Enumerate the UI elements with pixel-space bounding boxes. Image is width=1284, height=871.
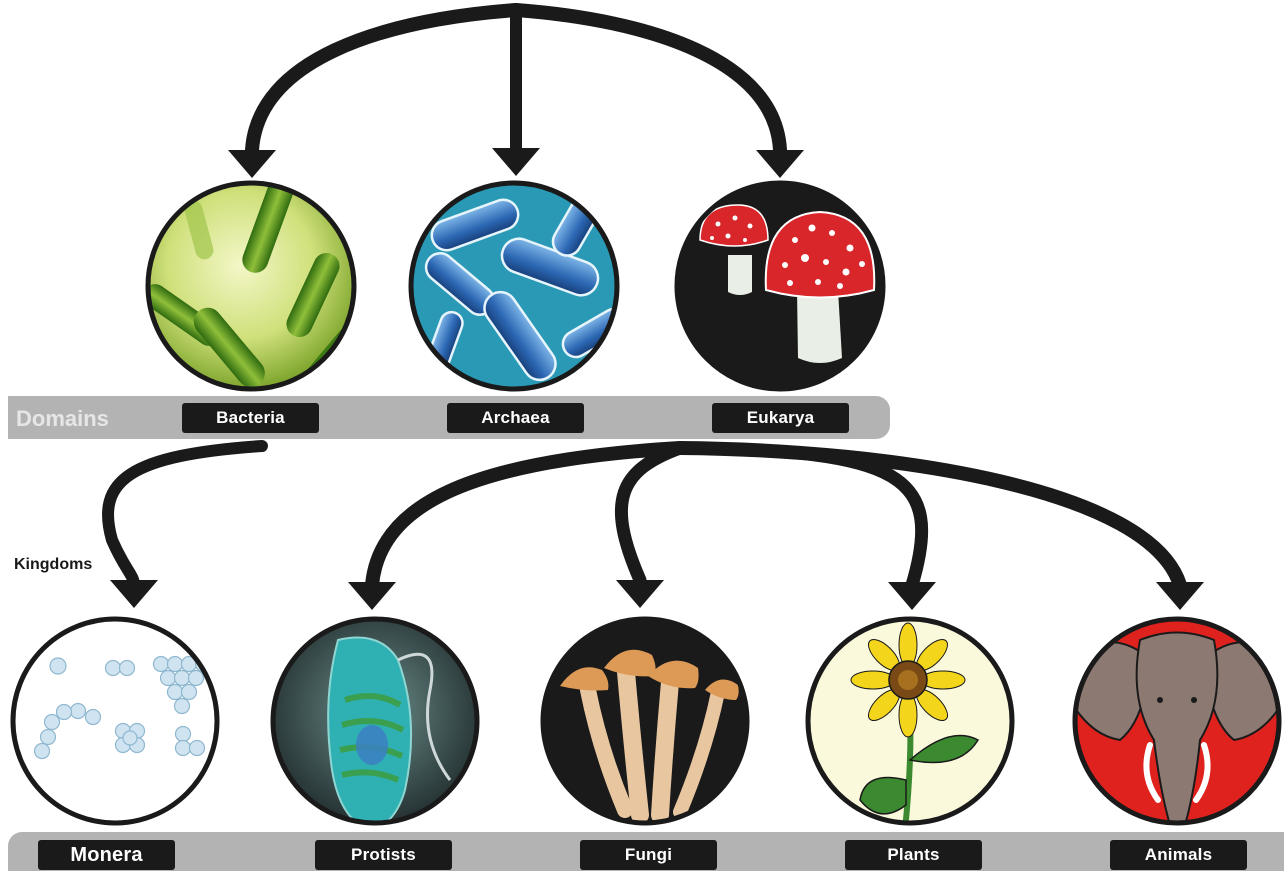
arrow-to-plants bbox=[680, 448, 922, 585]
domain-arrows bbox=[252, 10, 780, 150]
plants-image bbox=[808, 619, 1012, 830]
domain-arrowheads bbox=[228, 148, 804, 178]
label-bacteria: Bacteria bbox=[182, 403, 319, 433]
arrow-to-monera bbox=[108, 446, 262, 585]
archaea-image bbox=[411, 177, 632, 389]
label-plants: Plants bbox=[845, 840, 982, 870]
kingdoms-title: Kingdoms bbox=[14, 556, 92, 574]
bacteria-image bbox=[138, 174, 372, 401]
label-eukarya: Eukarya bbox=[712, 403, 849, 433]
protists-image bbox=[273, 619, 477, 830]
monera-image bbox=[13, 619, 217, 823]
arrowhead-protists bbox=[348, 582, 396, 610]
arrowhead-bacteria bbox=[228, 150, 276, 178]
label-protists: Protists bbox=[315, 840, 452, 870]
arrowhead-plants bbox=[888, 582, 936, 610]
arrow-to-bacteria bbox=[252, 10, 516, 150]
label-archaea: Archaea bbox=[447, 403, 584, 433]
label-animals: Animals bbox=[1110, 840, 1247, 870]
arrowhead-archaea bbox=[492, 148, 540, 176]
kingdom-arrowheads bbox=[110, 580, 1204, 610]
label-monera: Monera bbox=[38, 840, 175, 870]
arrowhead-animals bbox=[1156, 582, 1204, 610]
eukarya-image bbox=[677, 183, 883, 389]
arrowhead-eukarya bbox=[756, 150, 804, 178]
fungi-image bbox=[543, 619, 747, 823]
kingdom-arrows bbox=[108, 446, 1180, 585]
label-fungi: Fungi bbox=[580, 840, 717, 870]
arrow-to-fungi bbox=[621, 448, 680, 580]
arrowhead-monera bbox=[110, 580, 158, 608]
animals-image bbox=[1070, 619, 1284, 825]
arrow-to-animals bbox=[680, 448, 1180, 585]
domains-title: Domains bbox=[16, 406, 109, 432]
arrow-to-eukarya bbox=[516, 10, 780, 150]
arrowhead-fungi bbox=[616, 580, 664, 608]
